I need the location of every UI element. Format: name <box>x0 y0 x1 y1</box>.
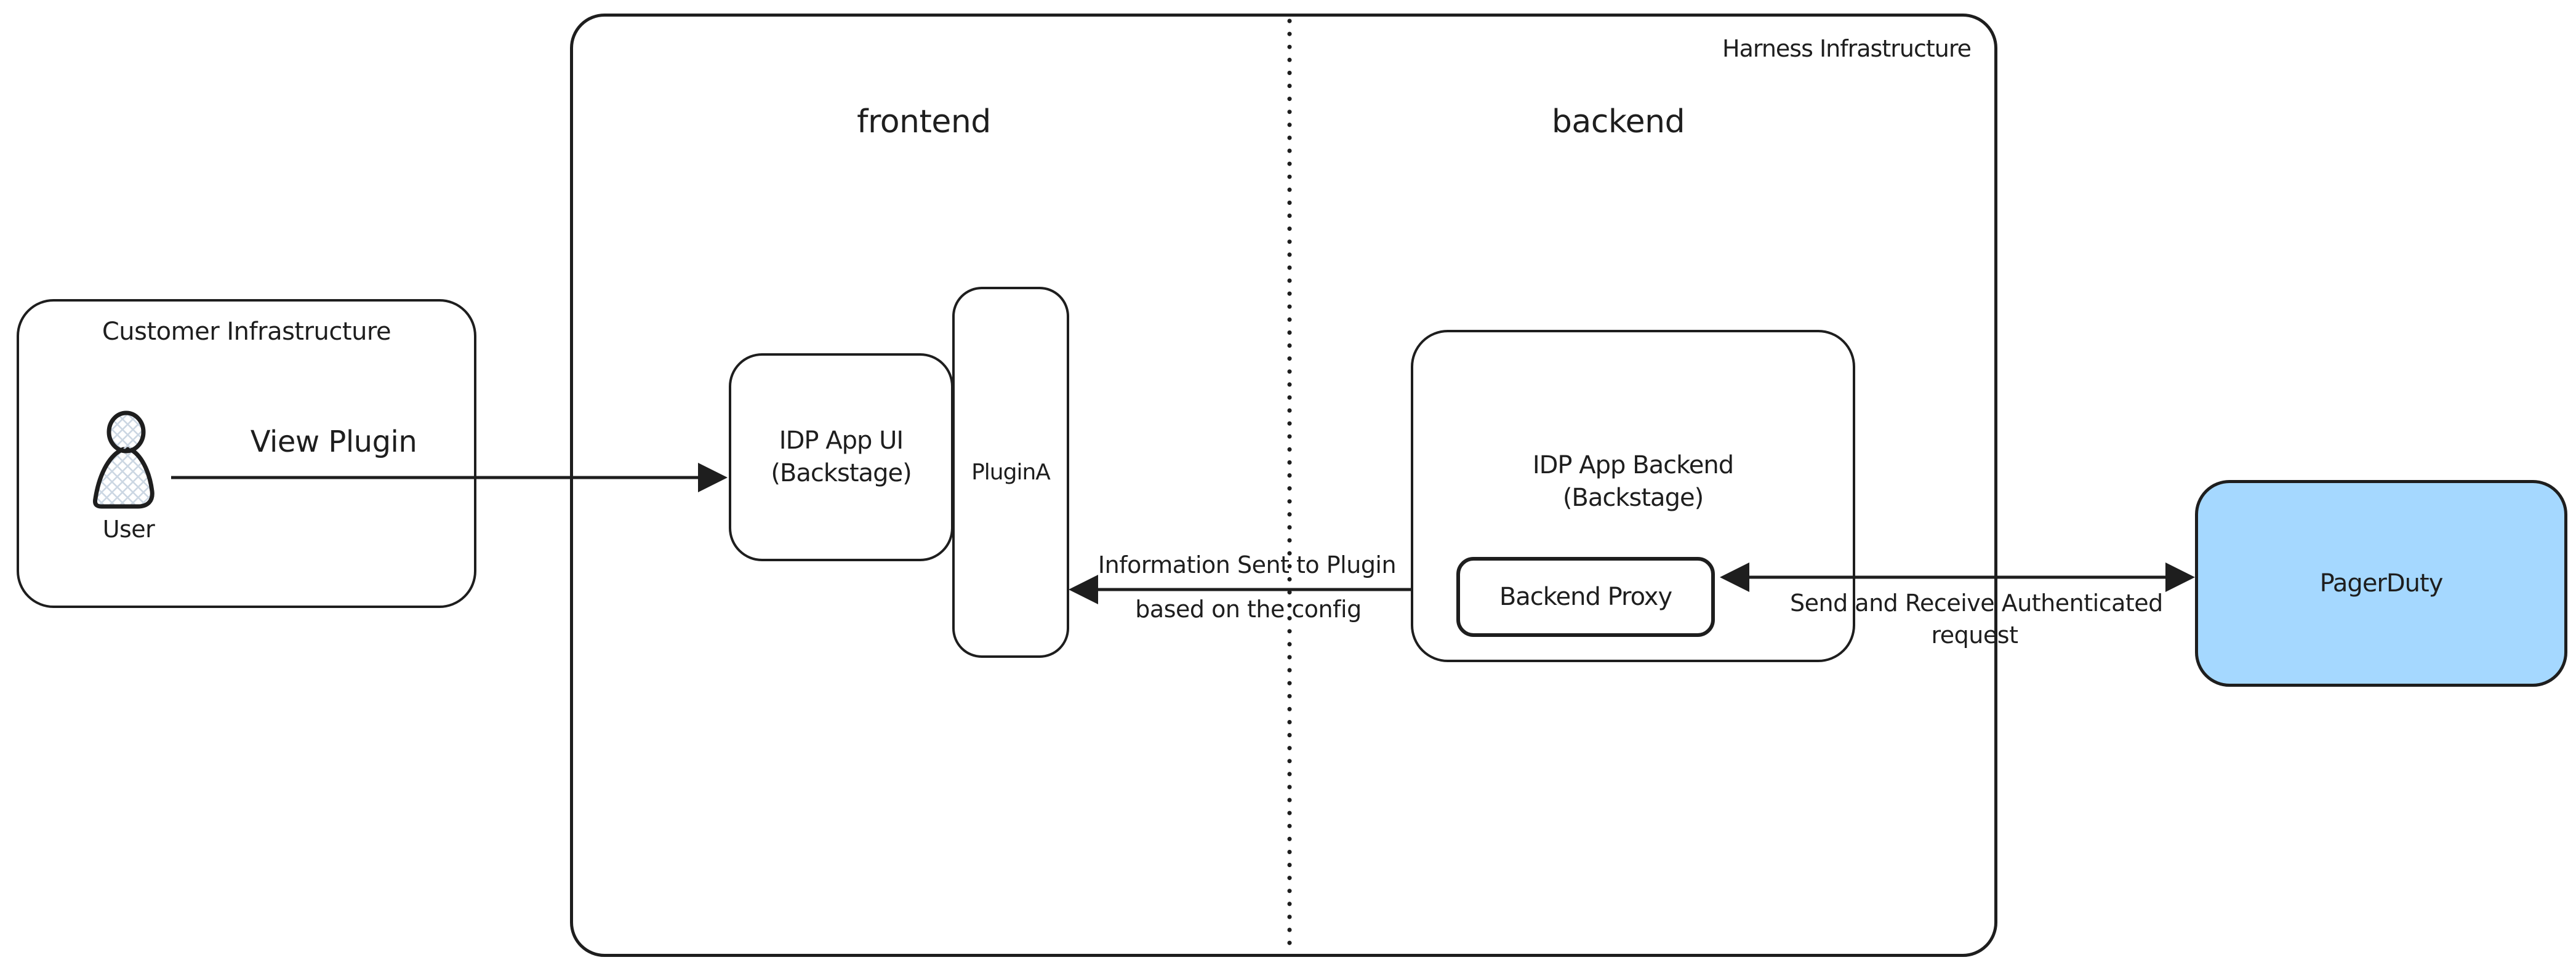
idp-app-backend-label-line1: IDP App Backend <box>1532 451 1734 479</box>
idp-app-ui-label-line1: IDP App UI <box>779 426 904 455</box>
pagerduty-label: PagerDuty <box>2319 569 2444 598</box>
idp-app-backend-box: IDP App Backend (Backstage) <box>1411 330 1855 662</box>
information-sent-arrow-label-line2: based on the config <box>1135 596 1362 623</box>
plugin-a-label: PluginA <box>971 460 1051 485</box>
idp-app-ui-label-line2: (Backstage) <box>771 459 912 487</box>
send-receive-arrow-label-line1: Send and Receive Authenticated <box>1790 590 2163 617</box>
information-sent-arrow-label-line1: Information Sent to Plugin <box>1097 551 1397 578</box>
harness-infrastructure-box: Harness Infrastructure <box>570 14 1997 957</box>
send-receive-arrow-label-line2: request <box>1931 622 2018 649</box>
harness-infrastructure-label: Harness Infrastructure <box>1722 35 1972 62</box>
view-plugin-arrow-label: View Plugin <box>250 425 417 459</box>
idp-app-ui-box: IDP App UI (Backstage) <box>729 353 953 561</box>
plugin-a-box: PluginA <box>952 287 1069 658</box>
pagerduty-box: PagerDuty <box>2195 480 2567 687</box>
idp-app-backend-label-line2: (Backstage) <box>1562 483 1704 512</box>
backend-proxy-box: Backend Proxy <box>1456 557 1715 637</box>
backend-proxy-label: Backend Proxy <box>1499 583 1672 611</box>
backend-zone-label: backend <box>1551 103 1685 140</box>
frontend-zone-label: frontend <box>857 103 991 140</box>
customer-infrastructure-box: Customer Infrastructure <box>17 299 476 608</box>
user-label: User <box>102 516 155 543</box>
user-person-icon <box>91 409 166 510</box>
customer-infrastructure-label: Customer Infrastructure <box>102 318 391 346</box>
